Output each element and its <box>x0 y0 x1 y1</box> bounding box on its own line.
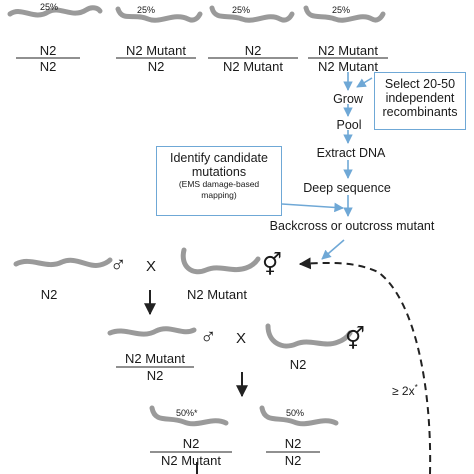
worm-cross2-left <box>107 326 197 337</box>
select-recombinants-box: Select 20-50 independent recombinants <box>374 72 466 130</box>
worm-cross1-right <box>180 247 261 275</box>
genotype-bottom: N2 Mutant <box>161 453 221 468</box>
step-pool: Pool <box>336 118 362 132</box>
step-grow: Grow <box>333 92 363 106</box>
cross-symbol: X <box>146 258 157 275</box>
box-line: recombinants <box>382 105 458 119</box>
repeat-count-mark: * <box>414 383 418 392</box>
worm-cross1-left <box>13 257 113 268</box>
genotype-top: N2 Mutant <box>126 43 186 58</box>
worm-3 <box>209 5 295 23</box>
worm-4 <box>303 5 386 23</box>
worm-1 <box>7 5 103 18</box>
arrow-from-identify-box <box>281 202 344 213</box>
genotype-bars <box>16 57 388 453</box>
percent-label: 25% <box>40 2 59 12</box>
cross2-left-bottom: N2 <box>146 368 164 383</box>
male-symbol: ♂ <box>110 252 127 277</box>
box-line: mutations <box>191 165 247 179</box>
cross2-right-label: N2 <box>289 357 307 372</box>
percent-label: 50%* <box>176 408 198 418</box>
box-line: Select 20-50 <box>384 77 456 91</box>
box-subline: mapping) <box>201 190 237 200</box>
cross-symbol: X <box>236 330 247 347</box>
genotype-top: N2 <box>244 43 262 58</box>
box-line: independent <box>385 91 455 105</box>
male-symbol: ♂ <box>200 324 217 349</box>
repeat-count-label: ≥ 2x* <box>392 381 418 398</box>
cross-arrows <box>144 257 432 474</box>
genotype-top: N2 <box>39 43 57 58</box>
genotype-bottom: N2 Mutant <box>318 59 378 74</box>
genotype-bottom: N2 <box>147 59 165 74</box>
cross1-left-label: N2 <box>40 287 58 302</box>
cross2-left-top: N2 Mutant <box>125 351 185 366</box>
hermaphrodite-symbol: ⚥ <box>262 252 282 277</box>
genotype-bottom: N2 <box>284 453 302 468</box>
genotype-top: N2 <box>182 436 200 451</box>
worm-bottom-1 <box>149 405 229 427</box>
box-line: Identify candidate <box>170 151 268 165</box>
step-backcross: Backcross or outcross mutant <box>269 219 435 233</box>
genotype-bottom: N2 Mutant <box>223 59 283 74</box>
worm-bottom-2 <box>259 405 339 427</box>
box-subline: (EMS damage-based <box>178 179 260 189</box>
worm-cross2-right <box>265 323 353 349</box>
percent-label: 25% <box>137 5 156 15</box>
identify-mutations-box: Identify candidate mutations (EMS damage… <box>156 146 282 216</box>
hermaphrodite-symbol: ⚥ <box>345 326 365 351</box>
worm-images <box>7 5 386 427</box>
genotype-bottom: N2 <box>39 59 57 74</box>
repeat-count-text: ≥ 2x <box>392 384 415 398</box>
repeat-loop-arrow <box>298 257 432 474</box>
percent-label: 50% <box>286 408 305 418</box>
arrow-to-cross <box>321 239 345 260</box>
worm-2 <box>115 6 203 23</box>
genotype-top: N2 <box>284 436 302 451</box>
arrow-from-select-box <box>356 77 373 88</box>
percent-label: 25% <box>232 5 251 15</box>
genotype-top: N2 Mutant <box>318 43 378 58</box>
workflow-arrows <box>281 72 373 260</box>
cross1-right-label: N2 Mutant <box>187 287 247 302</box>
step-deep-sequence: Deep sequence <box>303 181 391 195</box>
step-extract-dna: Extract DNA <box>316 146 386 160</box>
percent-label: 25% <box>332 5 351 15</box>
